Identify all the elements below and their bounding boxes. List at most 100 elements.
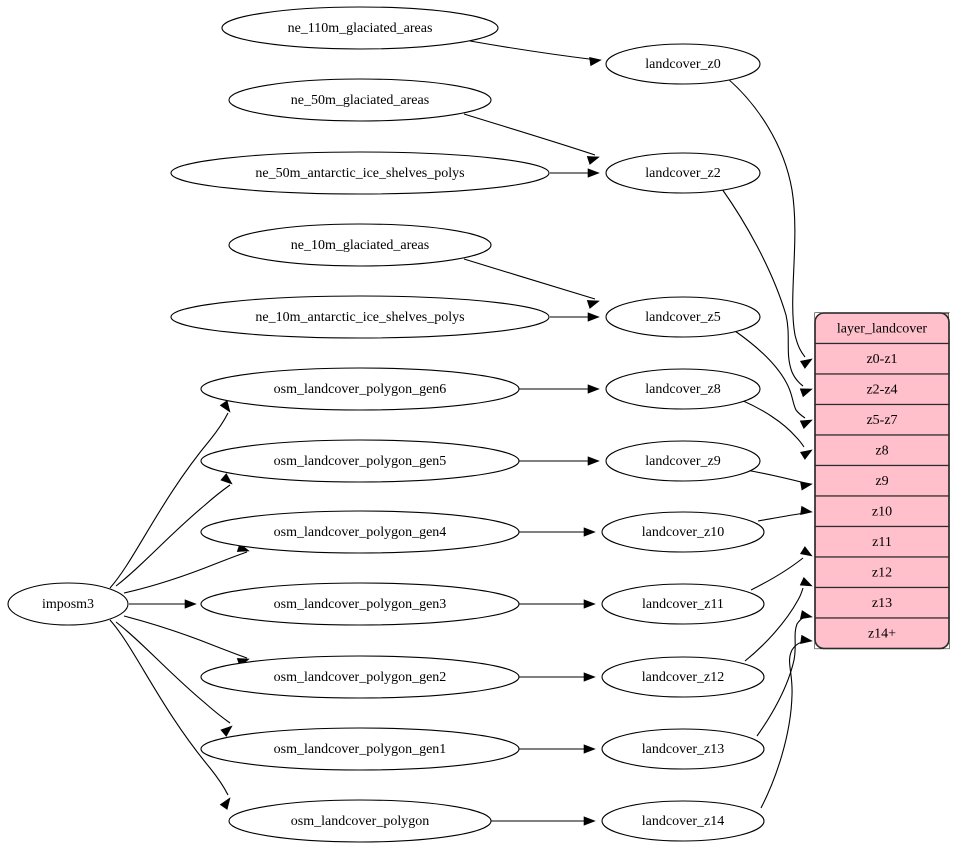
node-shape (601, 583, 765, 625)
node-landcover_z2[interactable]: landcover_z2 (605, 152, 761, 194)
edge-landcover_z2-to-table.z2-z4 (721, 188, 804, 387)
edge-imposm3-to-osm_landcover_polygon (109, 619, 229, 796)
node-label: osm_landcover_polygon_gen6 (274, 382, 447, 397)
node-label: ne_110m_glaciated_areas (288, 21, 433, 36)
node-label: landcover_z8 (645, 382, 720, 397)
node-shape (605, 152, 761, 194)
edge-landcover_z8-to-table.z8 (740, 399, 805, 448)
node-label: landcover_z9 (645, 454, 720, 469)
node-ne_110m_glaciated_areas[interactable]: ne_110m_glaciated_areas (221, 6, 499, 50)
arrowhead-to-landcover_z11 (583, 599, 596, 609)
edge-ne_110m_glaciated_areas-to-landcover_z0 (469, 40, 598, 61)
table-row-label-z12: z12 (872, 565, 892, 580)
node-shape (601, 800, 765, 842)
node-landcover_z8[interactable]: landcover_z8 (605, 368, 761, 410)
edge-landcover_z5-to-table.z5-z7 (734, 330, 806, 419)
node-shape (605, 368, 761, 410)
node-shape (228, 799, 492, 843)
node-imposm3[interactable]: imposm3 (7, 582, 129, 626)
node-label: landcover_z13 (642, 742, 724, 757)
arrowhead-to-landcover_z2b (587, 168, 600, 178)
node-osm_landcover_polygon_gen5[interactable]: osm_landcover_polygon_gen5 (200, 439, 520, 483)
node-osm_landcover_polygon_gen3[interactable]: osm_landcover_polygon_gen3 (200, 582, 520, 626)
nodes-layer: imposm3 ne_110m_glaciated_areas ne_50m_gla… (7, 6, 765, 843)
arrowhead-to-landcover_z8 (587, 384, 600, 394)
node-shape (200, 727, 520, 771)
table-row-label-z11: z11 (872, 535, 892, 550)
node-landcover_z11[interactable]: landcover_z11 (601, 583, 765, 625)
edge-imposm3-to-osm_landcover_polygon_gen1 (115, 621, 231, 724)
table-row-label-z10: z10 (872, 504, 892, 519)
edge-landcover_z11-to-table.z11 (750, 557, 804, 591)
node-landcover_z9[interactable]: landcover_z9 (605, 440, 761, 482)
node-label: osm_landcover_polygon_gen4 (274, 525, 447, 540)
node-osm_landcover_polygon_gen1[interactable]: osm_landcover_polygon_gen1 (200, 727, 520, 771)
edge-landcover_z10-to-table.z10 (757, 512, 806, 522)
table-row-label-z9: z9 (875, 474, 888, 489)
table-row-label-z14+: z14+ (868, 626, 896, 641)
arrowhead-to-osm_landcover_polygon (219, 797, 231, 810)
node-osm_landcover_polygon[interactable]: osm_landcover_polygon (228, 799, 492, 843)
node-label: osm_landcover_polygon_gen1 (274, 742, 447, 757)
node-shape (221, 6, 499, 50)
node-landcover_z13[interactable]: landcover_z13 (601, 728, 765, 770)
arrowhead-to-landcover_z5b (587, 312, 600, 322)
node-ne_10m_glaciated_areas[interactable]: ne_10m_glaciated_areas (228, 223, 492, 267)
node-ne_10m_antarctic_ice_shelves_polys[interactable]: ne_10m_antarctic_ice_shelves_polys (170, 295, 550, 339)
edge-ne_50m_glaciated_areas-to-landcover_z2 (463, 113, 596, 156)
node-landcover_z5[interactable]: landcover_z5 (605, 296, 761, 338)
arrowhead-to-osm_landcover_polygon_gen1 (220, 725, 233, 737)
node-shape (200, 510, 520, 554)
arrowhead-to-row-z13 (799, 610, 813, 620)
node-label: osm_landcover_polygon (291, 814, 429, 829)
node-landcover_z14[interactable]: landcover_z14 (601, 800, 765, 842)
node-shape (605, 43, 761, 85)
node-shape (601, 728, 765, 770)
arrowhead-to-osm_landcover_polygon_gen5 (220, 473, 233, 485)
node-label: landcover_z2 (645, 166, 720, 181)
table-row-label-z2-z4: z2-z4 (866, 382, 897, 397)
node-shape (200, 655, 520, 699)
edge-imposm3-to-osm_landcover_polygon_gen6 (109, 412, 229, 589)
node-osm_landcover_polygon_gen2[interactable]: osm_landcover_polygon_gen2 (200, 655, 520, 699)
arrowhead-to-landcover_z13 (583, 744, 596, 754)
node-landcover_z0[interactable]: landcover_z0 (605, 43, 761, 85)
node-landcover_z10[interactable]: landcover_z10 (601, 511, 765, 553)
node-label: osm_landcover_polygon_gen5 (274, 454, 447, 469)
arrowhead-to-row-z9 (800, 481, 813, 491)
edges-layer (109, 40, 806, 822)
node-shape (170, 151, 550, 195)
table-corner-mask (949, 313, 957, 322)
arrowhead-to-landcover_z5 (586, 300, 600, 309)
table-row-cell[interactable] (814, 342, 950, 375)
node-shape (200, 439, 520, 483)
node-shape (170, 295, 550, 339)
node-label: landcover_z14 (642, 814, 724, 829)
node-shape (605, 440, 761, 482)
table-row-cell[interactable] (814, 373, 950, 406)
node-ne_50m_antarctic_ice_shelves_polys[interactable]: ne_50m_antarctic_ice_shelves_polys (170, 151, 550, 195)
node-shape (601, 656, 765, 698)
arrowhead-to-row-z2-z4 (799, 388, 813, 398)
arrowhead-to-row-z14 (800, 634, 813, 645)
edge-imposm3-to-osm_landcover_polygon_gen5 (115, 484, 231, 587)
edge-landcover_z0-to-table.z0-z1 (726, 77, 806, 358)
arrowhead-to-row-z10 (800, 505, 813, 516)
node-shape (601, 511, 765, 553)
node-osm_landcover_polygon_gen6[interactable]: osm_landcover_polygon_gen6 (200, 367, 520, 411)
arrowhead-to-landcover_z12 (583, 672, 596, 682)
node-landcover_z12[interactable]: landcover_z12 (601, 656, 765, 698)
arrowhead-to-landcover_z10 (583, 527, 596, 537)
node-ne_50m_glaciated_areas[interactable]: ne_50m_glaciated_areas (228, 78, 492, 122)
node-shape (200, 367, 520, 411)
node-shape (228, 223, 492, 267)
edge-landcover_z12-to-table.z12 (744, 587, 804, 662)
table-row-cell[interactable] (814, 495, 950, 528)
node-label: ne_10m_antarctic_ice_shelves_polys (255, 310, 464, 325)
layer-landcover-table[interactable]: layer_landcoverz0-z1z2-z4z5-z7z8z9z10z11… (814, 312, 957, 650)
arrowhead-to-row-z12 (799, 577, 813, 587)
table-row-cell[interactable] (814, 525, 950, 558)
node-osm_landcover_polygon_gen4[interactable]: osm_landcover_polygon_gen4 (200, 510, 520, 554)
